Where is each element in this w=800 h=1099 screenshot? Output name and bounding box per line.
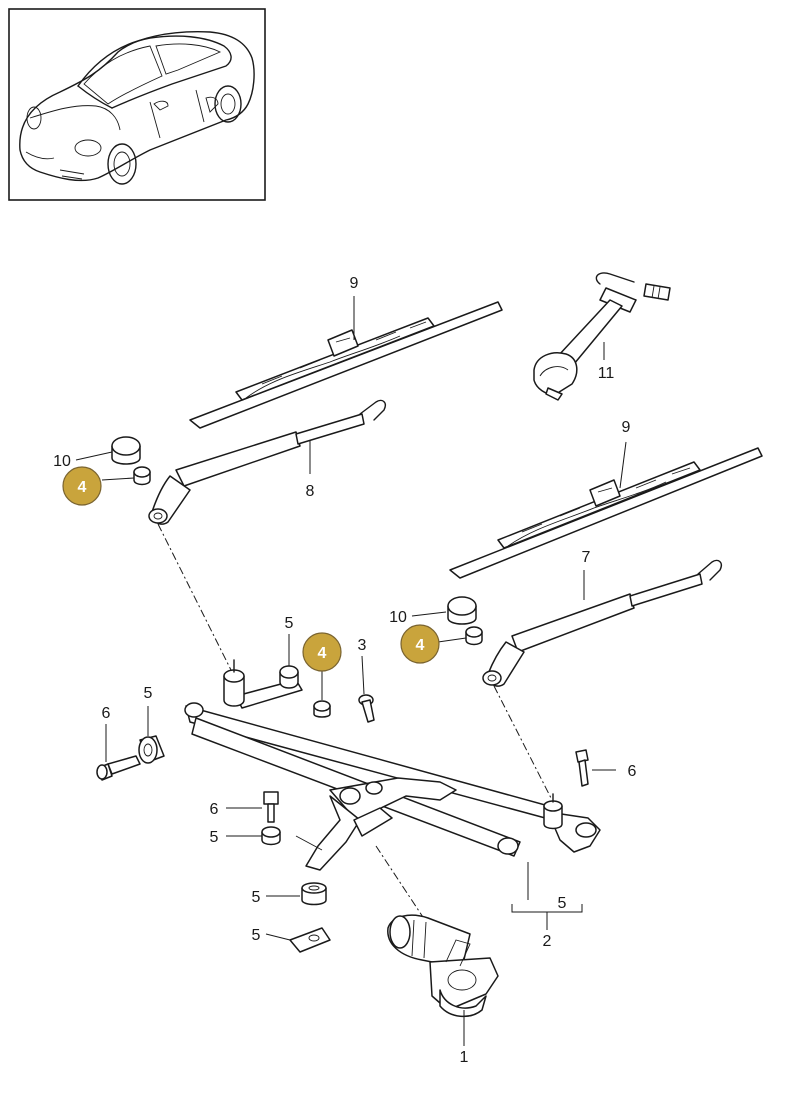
callout-10a[interactable]: 10	[53, 453, 71, 470]
highlight-badge-4a-circle	[62, 466, 102, 506]
callout-4b: 4	[416, 637, 425, 654]
callout-5e[interactable]: 5	[252, 927, 261, 944]
nut-left	[133, 466, 151, 486]
clip-bottom	[289, 927, 331, 953]
rubber-mount-bottom	[301, 882, 327, 906]
callout-1[interactable]: 1	[460, 1049, 469, 1066]
callout-7[interactable]: 7	[582, 549, 591, 566]
screw-top	[358, 694, 375, 723]
callout-9a[interactable]: 9	[350, 275, 359, 292]
wiper-blade-right	[449, 447, 763, 579]
callout-6a[interactable]: 6	[102, 705, 111, 722]
rain-sensor-connector	[533, 272, 671, 401]
wiper-arm-left	[148, 399, 386, 525]
nut-lower	[261, 826, 281, 846]
assembly-line-left	[157, 523, 235, 677]
callout-4c: 4	[318, 645, 327, 662]
cap-left	[111, 436, 141, 465]
callout-11[interactable]: 11	[598, 365, 615, 382]
callout-6b[interactable]: 6	[628, 763, 637, 780]
callout-5b[interactable]: 5	[144, 685, 153, 702]
rubber-mount-top	[279, 665, 299, 689]
wiper-blade-left	[189, 301, 503, 429]
bolt-center	[263, 791, 279, 823]
highlight-badge-4c-circle	[302, 632, 342, 672]
highlight-badge-4b-circle	[400, 624, 440, 664]
rubber-mount-left	[138, 735, 165, 764]
leader-lines	[75, 296, 627, 1046]
nut-center	[313, 700, 331, 718]
callout-labels: 9 11 10 4 8 9 7 10 4 5 4 3 6 5 6 6 5 5 5…	[53, 275, 636, 1066]
callout-3[interactable]: 3	[358, 637, 367, 654]
callout-5d[interactable]: 5	[252, 889, 261, 906]
wiper-linkage-frame	[184, 659, 601, 871]
highlight-badge-4b[interactable]: 4	[400, 624, 440, 664]
porsche-coupe-icon	[19, 30, 255, 185]
car-thumbnail	[8, 8, 266, 201]
callout-2[interactable]: 2	[543, 933, 552, 950]
bolt-right	[575, 749, 589, 787]
callout-6c[interactable]: 6	[210, 801, 219, 818]
callout-10b[interactable]: 10	[389, 609, 407, 626]
assembly-line-right	[493, 685, 553, 801]
callout-8[interactable]: 8	[306, 483, 315, 500]
nut-right	[465, 626, 483, 646]
assembly-line-motor	[375, 845, 447, 953]
cap-right	[447, 596, 477, 625]
wiper-arm-right	[482, 559, 722, 687]
callout-5a[interactable]: 5	[285, 615, 294, 632]
callout-5c[interactable]: 5	[210, 829, 219, 846]
callout-5f[interactable]: 5	[558, 895, 567, 912]
callout-4a: 4	[78, 479, 87, 496]
highlight-badge-4c[interactable]: 4	[302, 632, 342, 672]
callout-9b[interactable]: 9	[622, 419, 631, 436]
highlight-badge-4a[interactable]: 4	[62, 466, 102, 506]
bolt-left	[96, 755, 141, 781]
wiper-motor	[387, 914, 499, 1018]
